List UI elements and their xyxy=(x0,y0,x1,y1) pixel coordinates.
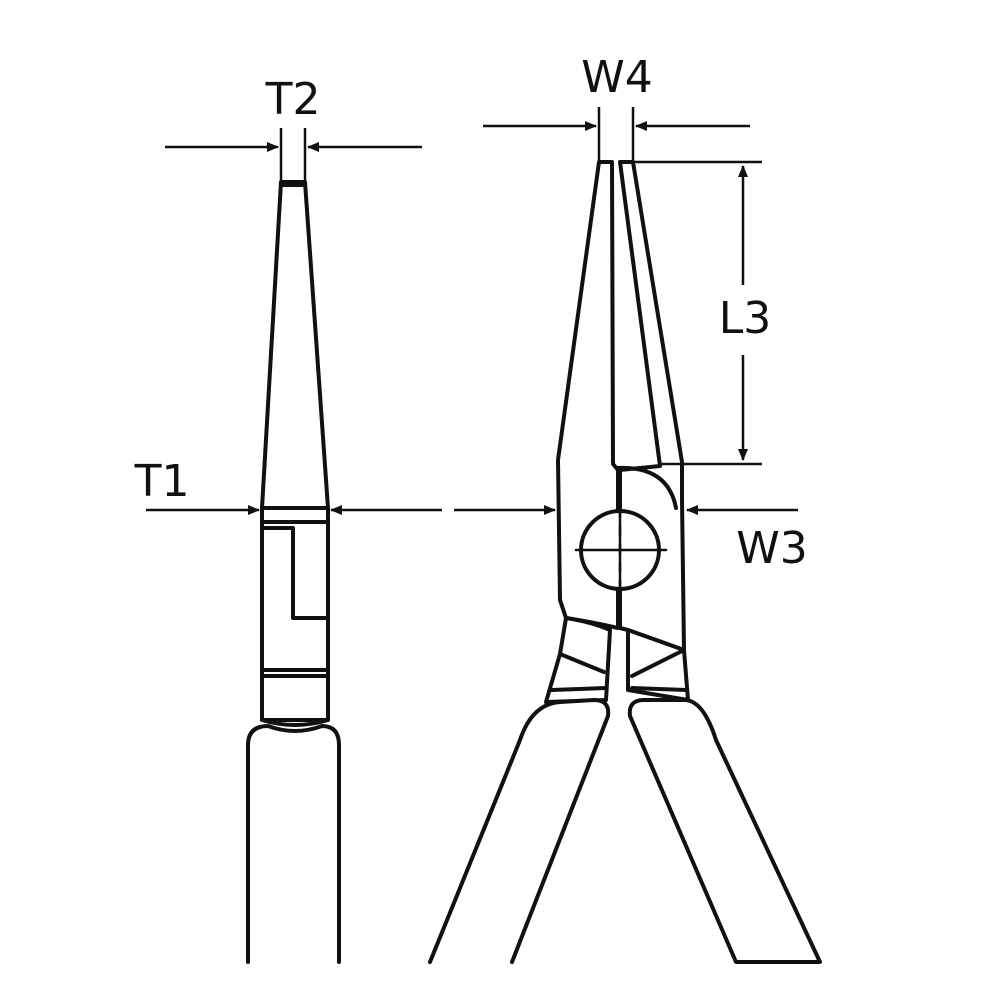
side-view-handle xyxy=(246,724,341,964)
front-view-left-handle xyxy=(428,698,611,964)
neck-line xyxy=(630,686,688,692)
t1-dimension: T1 xyxy=(134,456,442,515)
w3-label: W3 xyxy=(736,523,808,574)
jaw-notch-line xyxy=(616,465,678,510)
neck-line xyxy=(550,686,608,692)
joint-step-line xyxy=(260,526,330,620)
neck-bevel-line xyxy=(630,648,686,678)
t2-dimension: T2 xyxy=(165,74,422,183)
side-view-jaw xyxy=(260,180,330,510)
w4-label: W4 xyxy=(581,52,653,103)
w3-dimension: W3 xyxy=(454,505,808,574)
neck-bevel-line xyxy=(558,652,606,674)
t1-label: T1 xyxy=(134,456,190,507)
side-view-neck xyxy=(260,718,330,727)
front-view-right-handle xyxy=(627,698,822,964)
l3-dimension: L3 xyxy=(633,160,772,466)
side-view xyxy=(246,180,341,964)
t2-label: T2 xyxy=(265,74,321,125)
front-view xyxy=(428,160,822,964)
w4-dimension: W4 xyxy=(483,52,750,162)
l3-label: L3 xyxy=(719,293,772,344)
